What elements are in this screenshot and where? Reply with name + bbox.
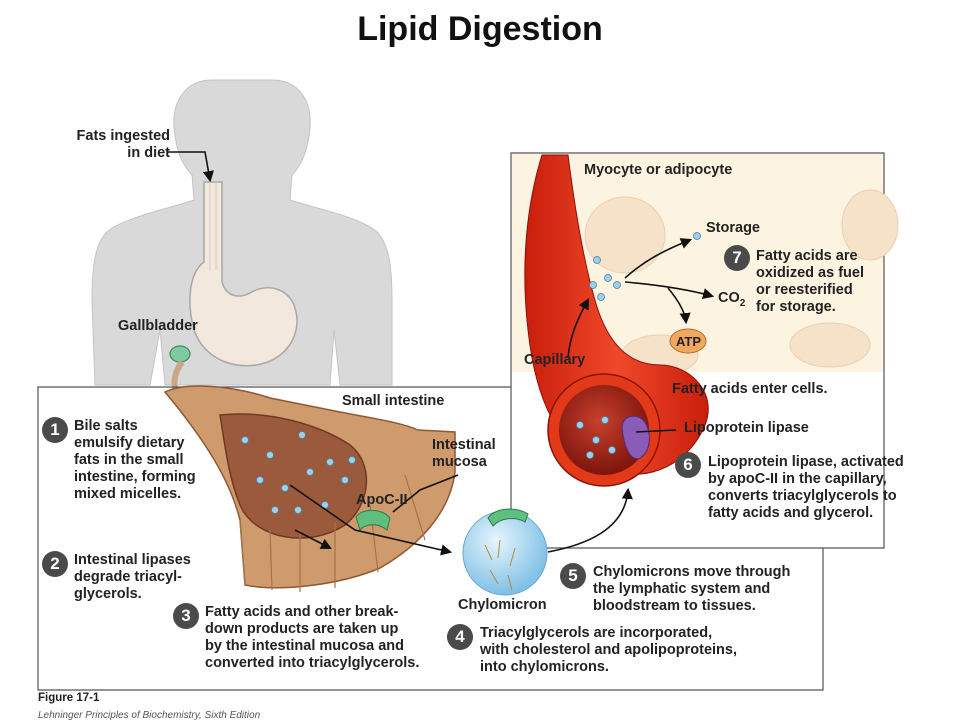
capillary-vessel: [524, 154, 709, 487]
label-fatty-acids-enter: Fatty acids enter cells.: [672, 381, 828, 397]
label-gallbladder: Gallbladder: [118, 318, 198, 334]
label-co2: CO2: [718, 290, 745, 312]
step-7-number: 7: [724, 245, 750, 271]
label-myocyte: Myocyte or adipocyte: [584, 162, 733, 178]
step-1-number: 1: [42, 417, 68, 443]
label-storage: Storage: [706, 220, 760, 236]
apoc2-protein: [355, 509, 391, 532]
label-small-intestine: Small intestine: [342, 393, 445, 409]
step-4-number: 4: [447, 624, 473, 650]
step-3-number: 3: [173, 603, 199, 629]
fatty-acid-cluster: [576, 232, 701, 459]
lipoprotein-lipase-protein: [621, 415, 650, 460]
label-co2-text: CO: [718, 290, 740, 306]
pathway-arrows: [168, 151, 715, 556]
atp-oval: [669, 328, 707, 354]
small-intestine: [163, 385, 456, 592]
step-3-text: Fatty acids and other break- down produc…: [205, 604, 420, 671]
step-2-text: Intestinal lipases degrade triacyl- glyc…: [74, 552, 191, 602]
step-6-number: 6: [675, 452, 701, 478]
figure-number: Figure 17-1: [38, 692, 100, 704]
label-chylomicron: Chylomicron: [458, 597, 547, 613]
step-7-text: Fatty acids are oxidized as fuel or rees…: [756, 248, 864, 315]
label-apoc2: ApoC-II: [356, 492, 408, 508]
digestive-tract: [189, 181, 298, 367]
step-1-text: Bile salts emulsify dietary fats in the …: [74, 418, 196, 502]
step-2-number: 2: [42, 551, 68, 577]
label-fats-ingested: Fats ingested in diet: [76, 128, 170, 161]
human-body-silhouette: [91, 79, 393, 386]
page-title: Lipid Digestion: [357, 10, 603, 48]
step-6-text: Lipoprotein lipase, activated by apoC-II…: [708, 454, 904, 521]
micelles: [241, 431, 356, 514]
label-intestinal-mucosa: Intestinal mucosa: [432, 437, 496, 470]
label-capillary: Capillary: [524, 352, 586, 368]
step-5-number: 5: [560, 563, 586, 589]
figure-credit: Lehninger Principles of Biochemistry, Si…: [38, 710, 261, 721]
step-5-text: Chylomicrons move through the lymphatic …: [593, 564, 791, 614]
step-4-text: Triacylglycerols are incorporated, with …: [480, 625, 737, 675]
label-co2-subscript: 2: [739, 297, 746, 309]
chylomicron-particle: [462, 508, 548, 596]
label-atp: ATP: [676, 334, 702, 349]
label-lipoprotein-lipase: Lipoprotein lipase: [684, 420, 809, 436]
